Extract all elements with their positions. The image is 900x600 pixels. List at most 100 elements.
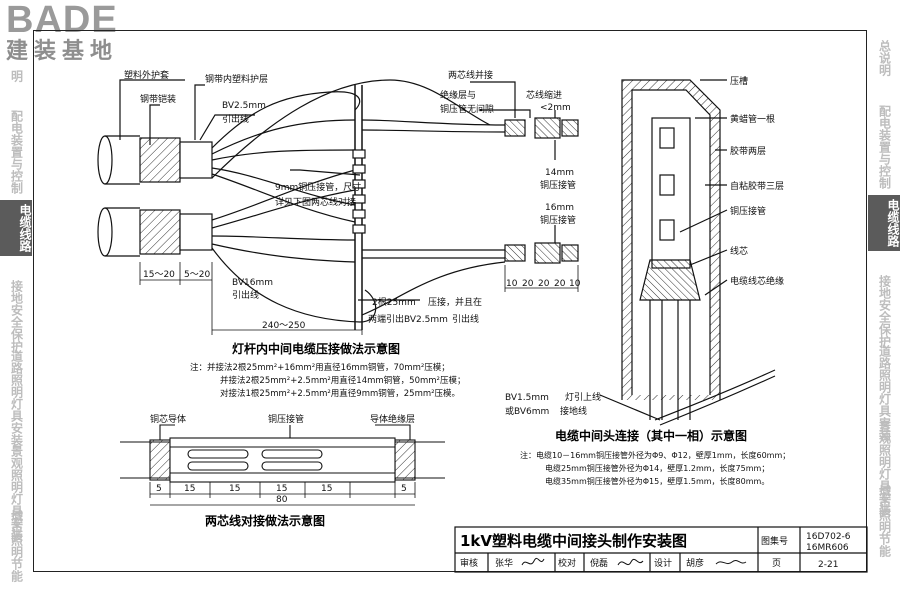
fig3-label-bv15-a: BV1.5mm [505,393,549,403]
page-no: 2-21 [818,560,838,570]
right-tab-4: 道路照明灯具安装 [877,345,892,441]
dim-r5: 10 [569,279,581,289]
right-tab-3: 接地安全保护 [877,275,892,347]
right-tab-5: 景观照明灯具安装 [877,420,892,516]
check-name: 倪磊 [590,557,608,569]
dim-r2: 20 [522,279,534,289]
label-tube16-b: 铜压接管 [540,214,576,226]
label-tube16-a: 16mm [545,203,574,213]
left-tab-4: 道路照明灯具安装 [9,350,24,446]
label-core-retract-a: 芯线缩进 [526,89,562,101]
left-tab-1: 配电装置与控制 [9,110,24,194]
label-steel-armor: 钢带铠装 [140,93,176,105]
right-tab-1: 配电装置与控制 [877,105,892,189]
fig3-label-wax-tube: 黄蜡管一根 [730,113,775,125]
fig3-title: 电缆中间头连接（其中一相）示意图 [555,428,747,443]
label-note-b: 两端引出BV2.5mm [368,313,448,325]
left-tab-5: 景观照明灯具安装 [9,445,24,541]
review-label: 审核 [460,557,478,569]
label-insulation-gap-b: 铜压管无间隙 [440,103,494,115]
review-name: 张华 [495,557,513,569]
dim-d2: 5～20 [184,270,210,280]
atlas-no-1: 16D702-6 [806,532,851,542]
fig3-label-crimp-tube: 铜压接管 [730,205,766,217]
title-block-title: 1kV塑料电缆中间接头制作安装图 [460,532,687,550]
fig2-label-tube: 铜压接管 [268,413,304,425]
fig1-note-2: 对接法1根25mm²+2.5mm²用直径9mm铜管，25mm²压模。 [220,388,460,399]
atlas-label: 图集号 [761,535,788,547]
fig2-dim-4: 15 [321,484,332,494]
bade-logo: BADE 建装基地 [6,0,118,64]
fig3-label-groove: 压槽 [730,75,748,87]
fig3-label-self-adhesive: 自粘胶带三层 [730,180,784,192]
fig2-label-insulation: 导体绝缘层 [370,413,415,425]
label-note-a2: 压接，并且在 [428,296,482,308]
fig2-dim-total: 80 [276,495,288,505]
fig2-dim-0: 5 [156,484,162,494]
page-label: 页 [772,558,781,569]
right-tab-2-active: 电缆线路 [868,195,900,251]
fig3-label-tape-two: 胶带两层 [730,145,766,157]
fig2-dim-5: 5 [401,484,407,494]
fig2-label-conductor: 铜芯导体 [150,413,186,425]
logo-text-en: BADE [6,0,118,41]
label-bv16-a: BV16mm [232,278,273,288]
title-block [454,526,868,573]
fig1-title: 灯杆内中间电缆压接做法示意图 [232,341,400,356]
fig1-note-0: 注：并接法2根25mm²+16mm²用直径16mm铜管，70mm²压模； [190,362,450,373]
drawing-frame [33,30,867,572]
lower-cable [97,169,377,323]
left-tab-6: 城市照明节能 [9,510,24,582]
fig3-label-bv15-b2: 接地线 [560,405,587,417]
dim-r4: 20 [554,279,566,289]
check-label: 校对 [558,557,576,569]
label-tube14-b: 铜压接管 [540,179,576,191]
label-two-core-parallel: 两芯线并接 [448,69,493,81]
fig3-note-1: 电缆25mm铜压接管外径为Φ14，壁厚1.2mm，长度75mm； [545,463,769,473]
signature-marks [521,557,747,566]
dim-d1: 15～20 [143,270,175,280]
fig3-label-core: 线芯 [730,245,748,257]
left-tab-0: 明 [9,70,24,82]
label-core-retract-b: <2mm [540,103,571,113]
right-tab-0: 总说明 [877,40,892,76]
dim-r1: 10 [506,279,518,289]
label-outer-sheath: 塑料外护套 [124,69,169,81]
fig2-dim-3: 15 [276,484,287,494]
atlas-no-2: 16MR606 [806,543,849,553]
fig3-note-0: 注：电缆10－16mm铜压接管外径为Φ9、Φ12，壁厚1mm，长度60mm； [520,450,790,460]
design-label: 设计 [654,557,672,569]
fig3-joint-diagram [599,79,776,426]
crimp-column [352,85,366,330]
label-inner-sheath: 钢带内塑料护层 [205,73,268,85]
label-note-a: 2根25mm [372,296,416,308]
fig3-label-core-insulation: 电缆线芯绝缘 [730,275,784,287]
design-name: 胡彦 [686,557,704,569]
right-tab-6: 城市照明节能 [877,485,892,557]
left-tab-2-active: 电缆线路 [0,200,32,256]
fig3-label-bv15-a2: 灯引上线 [565,391,601,403]
fig2-butt-joint [120,424,445,506]
label-insulation-gap-a: 绝缘层与 [440,89,476,101]
dim-r3: 20 [538,279,550,289]
label-tube9-a: 9mm铜压接管，尺寸 [275,181,361,193]
fig2-title: 两芯线对接做法示意图 [205,513,325,528]
label-tube9-b: 详见下图两芯线对接 [275,196,356,208]
fig1-cable-diagram [97,79,579,335]
logo-text-cn: 建装基地 [6,39,119,64]
lower-right-tubes [504,242,579,264]
label-bv25-b: 引出线 [222,113,249,125]
left-tab-3: 接地安全保护 [9,280,24,352]
label-bv16-b: 引出线 [232,289,259,301]
dim-total: 240～250 [262,321,306,331]
label-bv25-a: BV2.5mm [222,101,266,111]
fig3-note-2: 电缆35mm铜压接管外径为Φ15，壁厚1.5mm，长度80mm。 [545,476,769,486]
fig2-dim-2: 15 [229,484,240,494]
upper-right-tubes [504,117,579,139]
fig2-dim-1: 15 [184,484,195,494]
label-note-b2: 引出线 [452,313,479,325]
label-tube14-a: 14mm [545,168,574,178]
fig3-label-bv15-b: 或BV6mm [505,405,549,417]
upper-cable [97,79,491,223]
